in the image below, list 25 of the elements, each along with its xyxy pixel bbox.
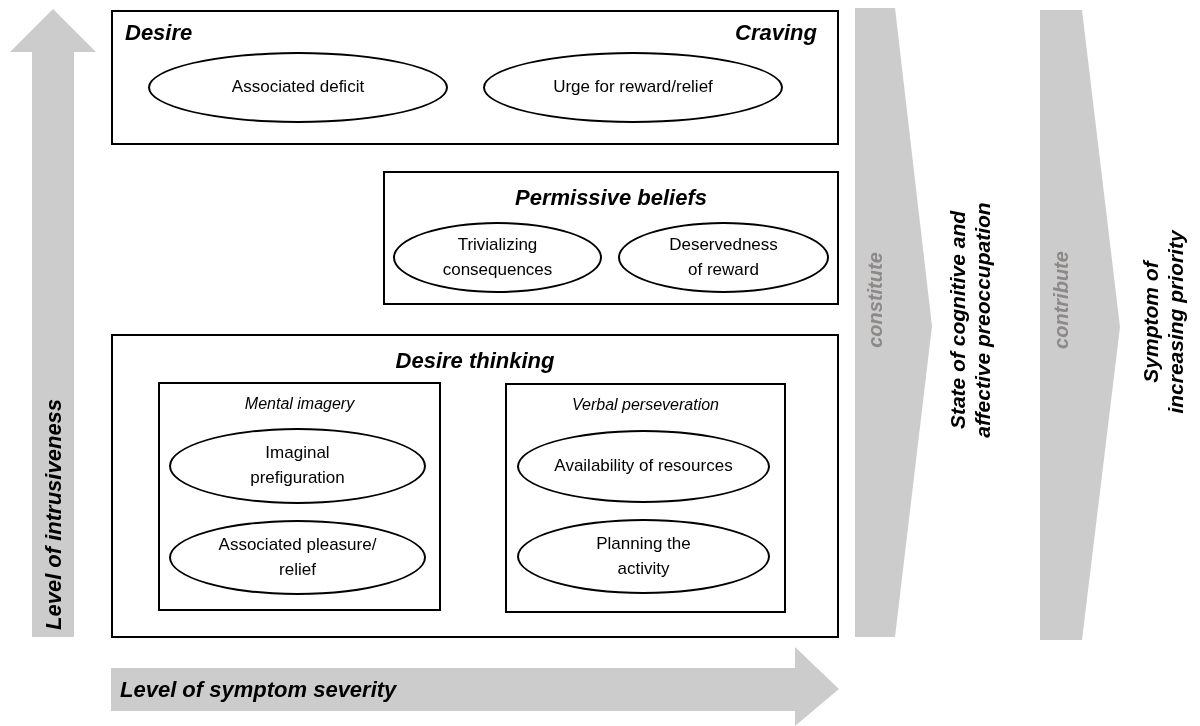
ellipse-text: Urge for reward/relief — [553, 76, 713, 99]
arrow-label: constitute — [863, 251, 887, 350]
box-heading: Mental imagery — [243, 394, 356, 414]
group-box — [383, 171, 839, 305]
box-heading: Desire thinking — [394, 347, 556, 375]
box-heading: Craving — [735, 19, 817, 47]
ellipse-text: Trivializing consequences — [441, 233, 554, 281]
box-heading: Permissive beliefs — [514, 184, 708, 212]
axis-label: Level of symptom severity — [120, 676, 397, 704]
box-heading: Desire — [125, 19, 193, 47]
rotated-label: Symptom of increasing priority — [1135, 206, 1191, 438]
box-heading: Verbal perseveration — [570, 395, 720, 415]
group-box — [111, 10, 839, 145]
axis-label: Level of intrusiveness — [39, 397, 67, 630]
rotated-label: State of cognitive and affective preoccupation — [942, 170, 998, 470]
group-box — [111, 334, 839, 638]
ellipse-text: Planning the activity — [595, 532, 692, 580]
ellipse-text: Deservedness of reward — [668, 233, 779, 281]
group-box — [505, 383, 786, 613]
ellipse-text: Associated deficit — [231, 76, 365, 99]
group-box — [158, 382, 441, 611]
ellipse-text: Imaginal prefiguration — [249, 442, 346, 489]
ellipse-text: Associated pleasure/ relief — [217, 533, 378, 581]
ellipse-text: Availability of resources — [554, 455, 733, 478]
arrow-label: contribute — [1049, 250, 1073, 351]
